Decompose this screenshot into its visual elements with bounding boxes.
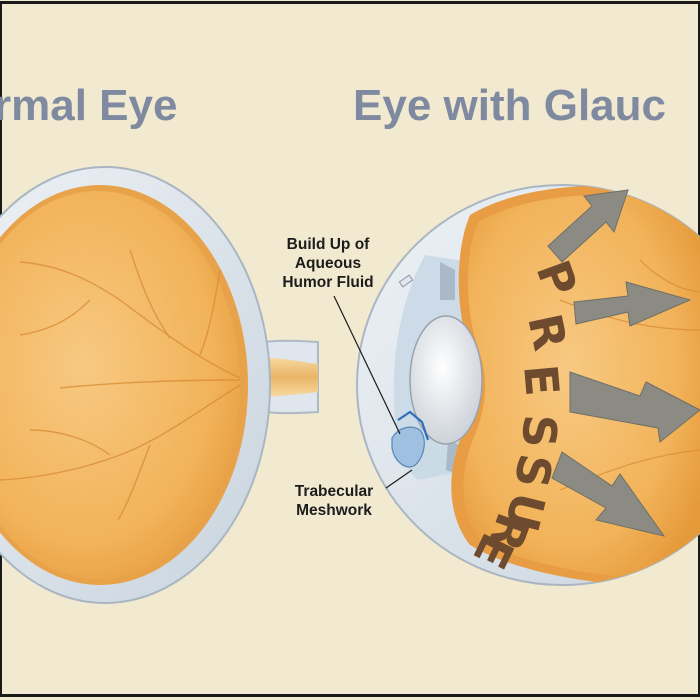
normal-eye-interior bbox=[0, 191, 240, 579]
drainage-channel bbox=[397, 410, 430, 441]
title-glaucoma-eye: Eye with Glauc bbox=[353, 81, 666, 130]
trabecular-meshwork-area bbox=[391, 426, 425, 468]
lens-icon bbox=[409, 315, 483, 445]
pressure-arrow-icon bbox=[569, 371, 700, 443]
label-buildup-line3: Humor Fluid bbox=[282, 274, 373, 291]
buildup-leader-line bbox=[333, 295, 401, 435]
pressure-arrows bbox=[547, 189, 700, 537]
normal-vessels bbox=[0, 249, 241, 521]
pressure-arrow-icon bbox=[573, 281, 692, 327]
pressure-arrow-icon bbox=[547, 189, 629, 263]
label-buildup: Build Up of Aqueous Humor Fluid bbox=[282, 236, 373, 291]
pressure-letter: E bbox=[513, 362, 570, 398]
pressure-arrow-icon bbox=[551, 451, 666, 537]
top-marker bbox=[398, 274, 414, 288]
label-meshwork-line2: Meshwork bbox=[296, 502, 372, 519]
meshwork-leader-line bbox=[385, 469, 413, 489]
title-normal-eye: rmal Eye bbox=[0, 81, 177, 130]
ciliary-body-top bbox=[440, 262, 455, 300]
label-meshwork-line1: Trabecular bbox=[295, 483, 373, 500]
normal-eye bbox=[0, 166, 319, 604]
pressure-letter: S bbox=[512, 414, 567, 449]
label-meshwork: Trabecular Meshwork bbox=[295, 483, 373, 519]
label-buildup-line1: Build Up of bbox=[287, 236, 370, 253]
label-buildup-line2: Aqueous bbox=[295, 255, 361, 272]
